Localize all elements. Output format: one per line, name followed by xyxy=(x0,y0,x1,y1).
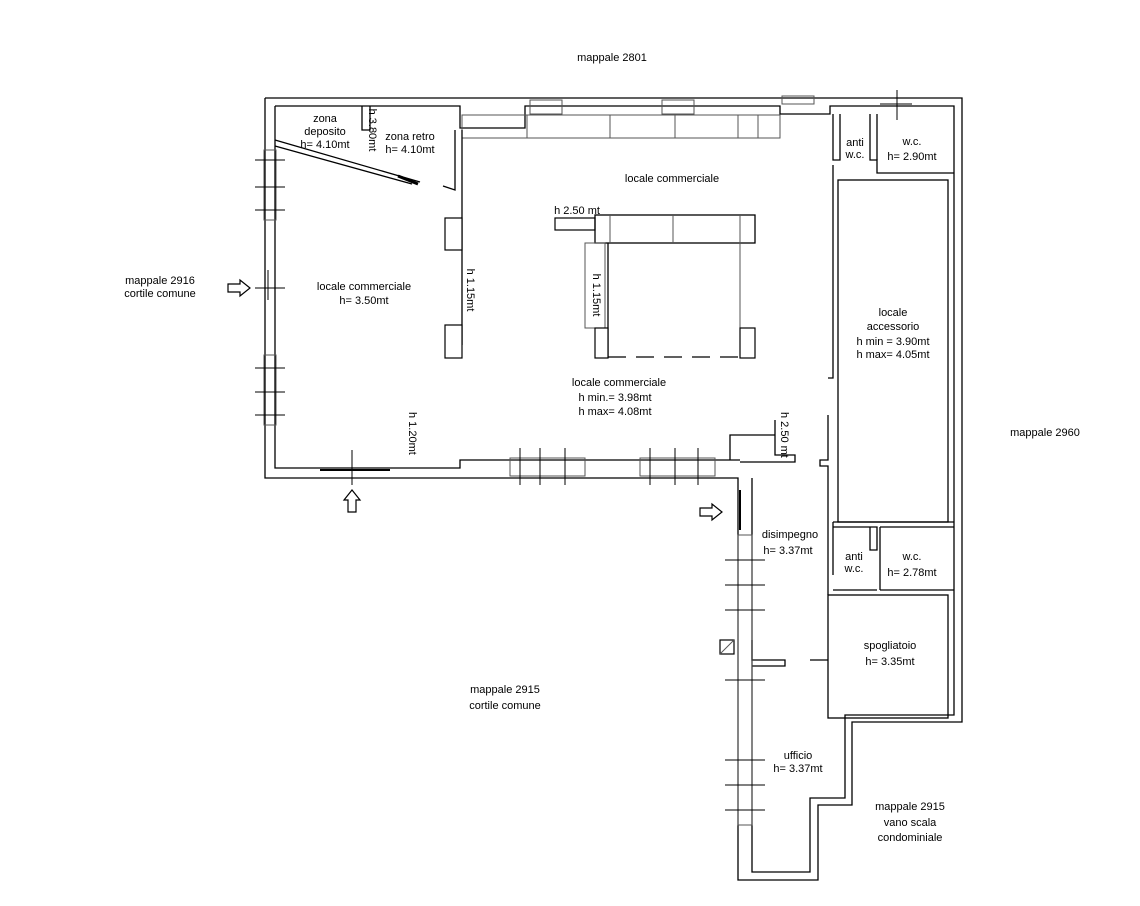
east-corridor xyxy=(719,420,796,667)
room-height: h max= 4.08mt xyxy=(578,406,651,418)
room-label: locale commerciale xyxy=(572,377,666,389)
labels: mappale 2801 mappale 2916 cortile comune… xyxy=(124,52,1080,844)
neighbor-west: cortile comune xyxy=(124,288,196,300)
room-label: w.c. xyxy=(844,563,864,575)
height-mark: h 1.15mt xyxy=(590,274,602,317)
room-height: h= 4.10mt xyxy=(300,139,349,151)
top-windows xyxy=(461,95,815,139)
neighbor-stair: vano scala xyxy=(884,817,937,829)
room-label: ufficio xyxy=(784,750,813,762)
room-height: h min.= 3.98mt xyxy=(578,392,651,404)
neighbor-stair: mappale 2915 xyxy=(875,801,945,813)
height-mark: h 2.50 mt xyxy=(554,205,600,217)
neighbor-south: mappale 2915 xyxy=(470,684,540,696)
back-zone-walls xyxy=(274,106,421,186)
room-label: anti xyxy=(846,137,864,149)
room-label: disimpegno xyxy=(762,529,818,541)
height-mark: h 2.50 mt xyxy=(778,412,790,458)
room-height: h min = 3.90mt xyxy=(856,336,929,348)
neighbor-south: cortile comune xyxy=(469,700,541,712)
height-mark: h 3.80mt xyxy=(366,109,378,152)
height-mark: h 1.15mt xyxy=(464,269,476,312)
room-label: zona xyxy=(313,113,338,125)
neighbor-stair: condominiale xyxy=(878,832,943,844)
windows xyxy=(255,90,912,826)
entrance-arrow-icon xyxy=(227,278,723,522)
room-label: deposito xyxy=(304,126,346,138)
room-height: h= 3.35mt xyxy=(865,656,914,668)
height-mark: h 1.20mt xyxy=(406,412,418,455)
room-label: w.c. xyxy=(845,149,865,161)
service-rooms xyxy=(810,114,954,719)
central-structure xyxy=(554,214,756,359)
partition-west xyxy=(442,130,463,359)
room-label: locale commerciale xyxy=(317,281,411,293)
room-label: locale xyxy=(879,307,908,319)
room-label: w.c. xyxy=(902,551,922,563)
room-height: h= 4.10mt xyxy=(385,144,434,156)
room-label: spogliatoio xyxy=(864,640,917,652)
room-height: h= 2.78mt xyxy=(887,567,936,579)
neighbor-east: mappale 2960 xyxy=(1010,427,1080,439)
room-label: accessorio xyxy=(867,321,920,333)
room-label: locale commerciale xyxy=(625,173,719,185)
room-height: h= 3.37mt xyxy=(763,545,812,557)
room-height: h= 3.37mt xyxy=(773,763,822,775)
room-height: h max= 4.05mt xyxy=(856,349,929,361)
neighbor-north: mappale 2801 xyxy=(577,52,647,64)
room-height: h= 2.90mt xyxy=(887,151,936,163)
room-label: zona retro xyxy=(385,131,435,143)
outer-walls xyxy=(264,97,963,881)
neighbor-west: mappale 2916 xyxy=(125,275,195,287)
room-label: anti xyxy=(845,551,863,563)
room-height: h= 3.50mt xyxy=(339,295,388,307)
room-label: w.c. xyxy=(902,136,922,148)
